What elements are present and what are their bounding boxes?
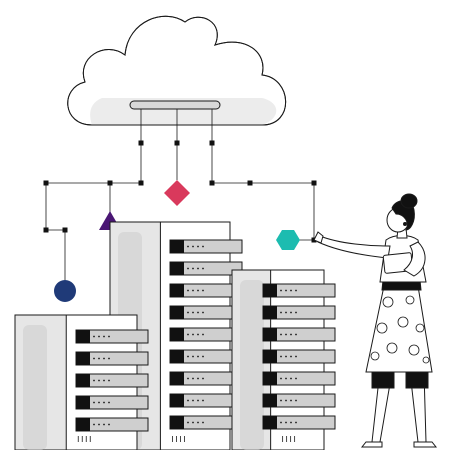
server-drawer	[262, 393, 336, 408]
server-drawer	[262, 305, 336, 320]
node-square	[209, 140, 215, 146]
server-drawer	[75, 417, 149, 432]
hexagon-node-icon	[276, 230, 300, 250]
node-square	[247, 180, 253, 186]
node-square	[209, 180, 215, 186]
server-drawer	[169, 349, 243, 364]
server-drawer	[169, 305, 243, 320]
person-shoe	[413, 441, 438, 448]
dress-pattern	[370, 295, 430, 364]
server-drawer	[262, 327, 336, 342]
server-drawer	[262, 283, 336, 298]
person-hand	[313, 231, 324, 244]
server-racks	[14, 221, 336, 450]
node-square	[62, 227, 68, 233]
node-square	[107, 180, 113, 186]
server-drawer	[262, 371, 336, 386]
server-drawer	[75, 351, 149, 366]
server-drawer	[75, 395, 149, 410]
server-drawer	[169, 393, 243, 408]
node-square	[43, 180, 49, 186]
node-square	[138, 180, 144, 186]
node-square	[138, 140, 144, 146]
server-drawer	[262, 349, 336, 364]
person-dress	[365, 285, 433, 373]
person-hair-bun	[400, 193, 418, 209]
server-drawer	[75, 373, 149, 388]
person-arm	[403, 241, 426, 277]
node-square	[43, 227, 49, 233]
server-drawer	[262, 415, 336, 430]
server-rack-icon	[14, 314, 149, 450]
person-with-tablet-icon	[313, 193, 438, 448]
cloud-icon	[67, 15, 287, 126]
server-rack-icon	[231, 269, 336, 450]
diamond-node-icon	[164, 180, 190, 206]
person-arm	[317, 235, 391, 259]
server-drawer	[169, 239, 243, 254]
person-shoe	[360, 441, 383, 448]
server-drawer	[169, 327, 243, 342]
connection-lines	[45, 109, 315, 280]
node-square	[174, 140, 180, 146]
server-drawer	[75, 329, 149, 344]
server-drawer	[169, 283, 243, 298]
server-rack-icon	[109, 221, 243, 450]
person-earring	[403, 222, 407, 226]
cloud-slot	[129, 100, 221, 110]
circle-node-icon	[54, 280, 76, 302]
node-square	[311, 180, 317, 186]
server-drawer	[169, 371, 243, 386]
server-drawer	[169, 261, 243, 276]
server-drawer	[169, 415, 243, 430]
